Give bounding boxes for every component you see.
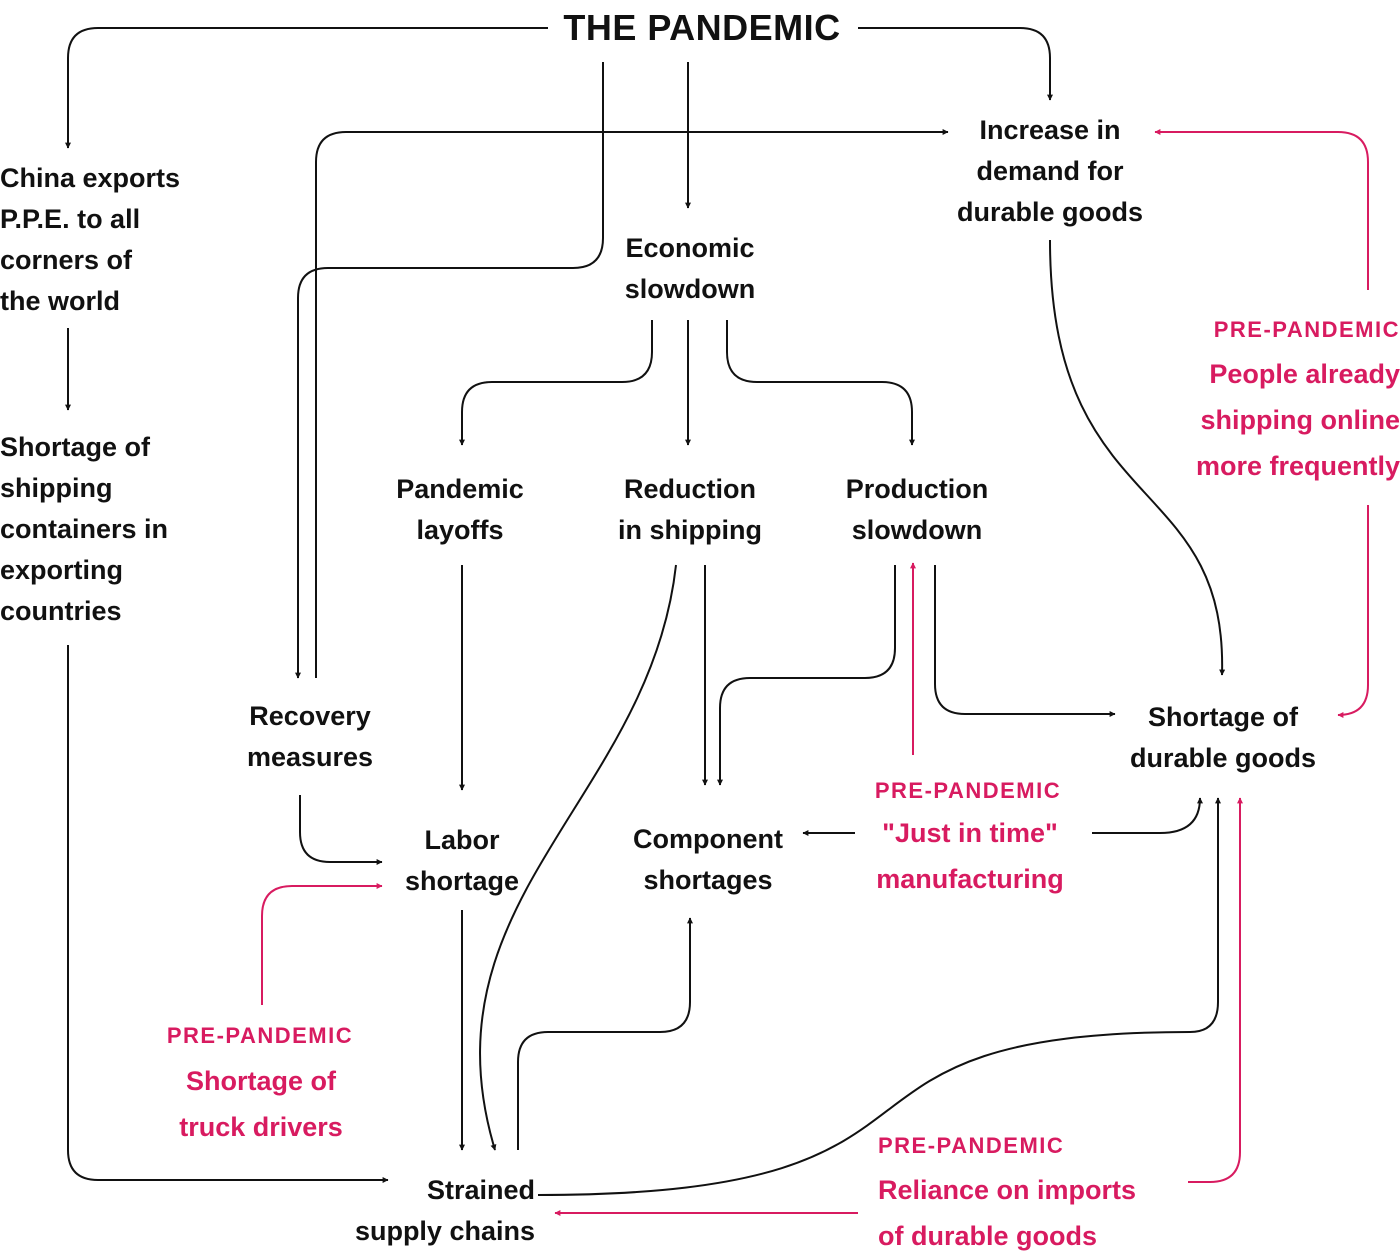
edge-recovery-to-demand — [315, 129, 949, 678]
pre-pandemic-label-imports: PRE-PANDEMIC — [878, 1133, 1065, 1158]
pre-pandemic-truck-drivers: Shortage of truck drivers — [179, 1066, 343, 1142]
node-shortage-durable: Shortage of durable goods — [1129, 702, 1316, 773]
edge-production-to-component — [717, 565, 896, 786]
edge-production-to-durable — [934, 565, 1116, 717]
node-strained-supply: Strained supply chains — [354, 1175, 535, 1246]
node-shortage-containers: Shortage of shipping containers in expor… — [0, 432, 169, 626]
pink-connectors — [261, 129, 1369, 1216]
pre-pandemic-label-online: PRE-PANDEMIC — [1213, 317, 1400, 342]
pre-pandemic-imports: Reliance on imports of durable goods — [878, 1175, 1137, 1251]
edge-strained-to-component — [517, 917, 693, 1150]
node-production-slowdown: Production slowdown — [845, 474, 989, 545]
edge-imports-to-durable — [1188, 797, 1243, 1183]
node-labor-shortage: Labor shortage — [404, 825, 520, 896]
node-economic-slowdown: Economic slowdown — [624, 233, 756, 304]
node-reduction-shipping: Reduction in shipping — [618, 474, 762, 545]
node-recovery-measures: Recovery measures — [246, 701, 374, 772]
edge-truck-to-labor — [261, 883, 383, 1005]
node-component-shortages: Component shortages — [633, 824, 783, 895]
black-connectors — [65, 27, 1226, 1196]
edge-pandemic-to-demand — [858, 27, 1053, 101]
edge-pandemic-to-china — [65, 27, 548, 149]
edge-economic-to-layoffs — [459, 320, 653, 446]
edge-justintime-to-durable — [1092, 797, 1203, 834]
edge-pandemic-to-recovery — [295, 62, 604, 679]
node-china-exports: China exports P.P.E. to all corners of t… — [0, 163, 181, 316]
pre-pandemic-just-in-time: "Just in time" manufacturing — [876, 818, 1064, 894]
node-pandemic-layoffs: Pandemic layoffs — [396, 474, 524, 545]
pre-pandemic-online-shopping: People already shipping online more freq… — [1195, 359, 1400, 481]
edge-demand-to-durable — [1049, 239, 1226, 676]
edge-economic-to-production — [726, 320, 915, 446]
edge-strained-to-durable — [537, 797, 1221, 1196]
pre-pandemic-label-truck: PRE-PANDEMIC — [166, 1023, 354, 1048]
edge-containers-to-strained — [67, 645, 389, 1183]
edge-reduction-to-strained — [479, 564, 677, 1151]
pandemic-title: THE PANDEMIC — [563, 7, 841, 48]
edge-recovery-to-labor — [299, 795, 383, 865]
edge-online-to-demand — [1154, 129, 1369, 290]
edge-online-to-durable — [1337, 505, 1369, 718]
pre-pandemic-label-jit: PRE-PANDEMIC — [874, 778, 1062, 803]
node-increase-demand: Increase in demand for durable goods — [956, 115, 1143, 227]
